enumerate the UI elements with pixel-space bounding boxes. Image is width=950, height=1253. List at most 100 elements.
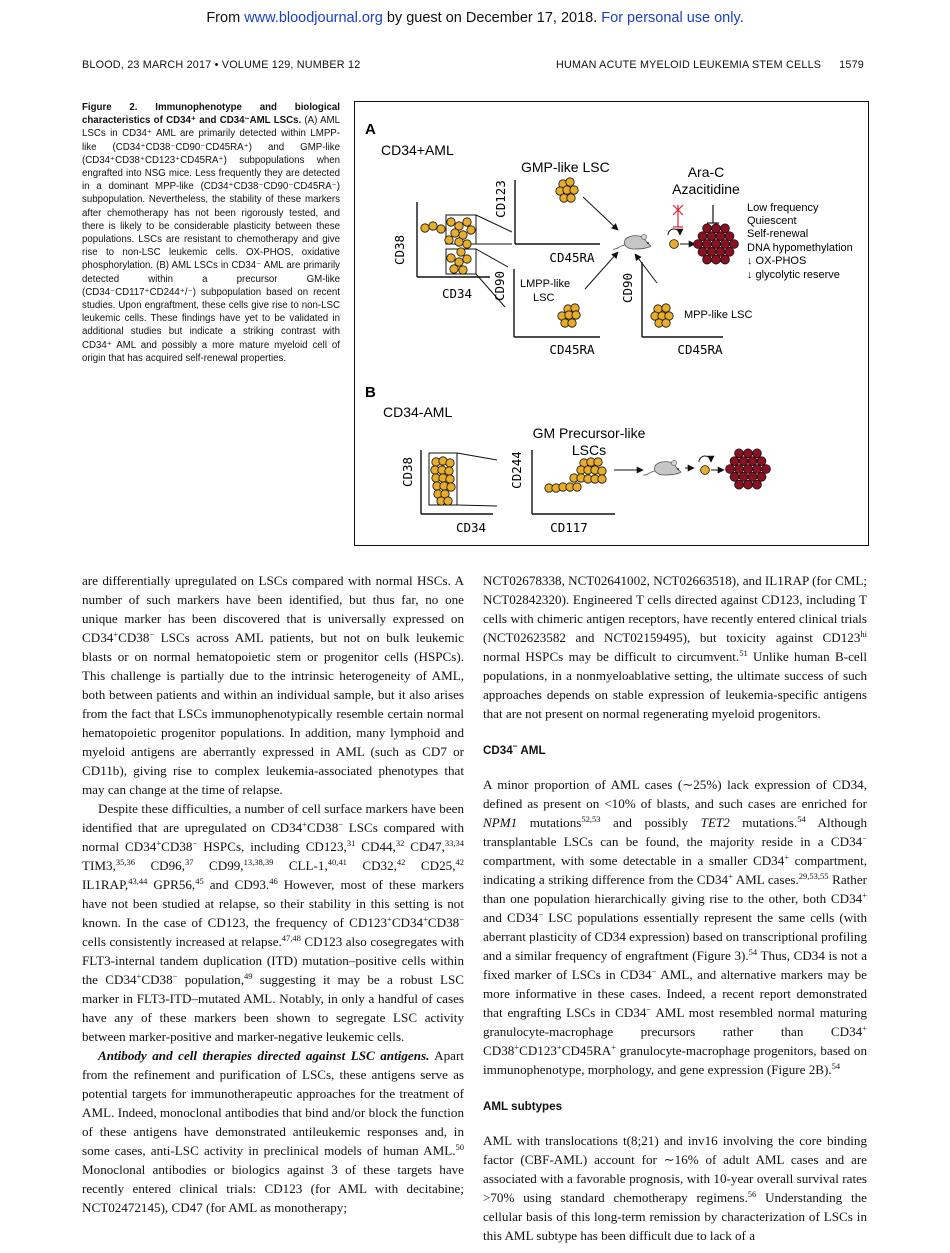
body-paragraph: NCT02678338, NCT02641002, NCT02663518), … bbox=[483, 573, 867, 721]
gate-line-lower-2 bbox=[475, 273, 506, 308]
property-item: DNA hypomethylation bbox=[747, 242, 853, 254]
axis-label-cd45ra-gmp: CD45RA bbox=[549, 250, 595, 265]
axis-label-cd45ra-lmpp: CD45RA bbox=[549, 342, 595, 357]
gate-line-b-1 bbox=[456, 452, 498, 461]
lsc-cell bbox=[661, 303, 671, 313]
access-banner: From www.bloodjournal.org by guest on De… bbox=[0, 10, 950, 26]
lsc-cell bbox=[454, 237, 464, 247]
panel-b-title: CD34-AML bbox=[383, 404, 452, 420]
page-number: 1579 bbox=[839, 59, 864, 71]
panel-b-gm-plot: GM Precursor-like LSCs CD244 CD117 bbox=[509, 425, 646, 535]
lsc-cell bbox=[462, 239, 472, 249]
leukemic-cell bbox=[711, 223, 721, 234]
lsc-cell bbox=[446, 253, 456, 263]
lmpp-like-label-2: LSC bbox=[533, 292, 554, 304]
lsc-cell bbox=[456, 247, 466, 257]
leukemic-cell bbox=[752, 479, 762, 490]
leukemic-cell bbox=[706, 247, 717, 257]
leukemic-cell bbox=[715, 231, 726, 241]
lsc-cell bbox=[444, 235, 454, 245]
personal-use-link[interactable]: For personal use only. bbox=[601, 10, 744, 26]
arrow-mpp-to-mouse bbox=[634, 253, 658, 284]
gate-line-upper-1 bbox=[475, 214, 513, 233]
lsc-cell bbox=[454, 221, 464, 231]
leukemic-cell bbox=[720, 239, 730, 249]
gate-line-lower-1 bbox=[475, 248, 509, 268]
running-head-right: HUMAN ACUTE MYELOID LEUKEMIA STEM CELLS 1… bbox=[556, 59, 864, 71]
lsc-cell bbox=[458, 230, 468, 240]
running-head-title: HUMAN ACUTE MYELOID LEUKEMIA STEM CELLS bbox=[555, 59, 822, 71]
lsc-cell bbox=[450, 228, 460, 238]
panel-a-cd34-cd38-plot: CD38 CD34 bbox=[392, 202, 490, 301]
axis-label-cd45ra-mpp: CD45RA bbox=[677, 342, 723, 357]
gm-precursor-label-1: GM Precursor-like bbox=[533, 425, 646, 441]
figure-caption-label: Figure 2. Immunophenotype and biological… bbox=[82, 102, 340, 127]
leukemic-cell bbox=[720, 254, 730, 265]
gate-line-b-2 bbox=[456, 504, 498, 507]
lsc-cell bbox=[565, 177, 575, 187]
self-renewal-arrow-icon bbox=[698, 455, 715, 463]
leukemic-cell bbox=[743, 464, 753, 474]
bloodjournal-link[interactable]: www.bloodjournal.org bbox=[244, 10, 383, 26]
gm-precursor-label-2: LSCs bbox=[572, 442, 606, 458]
lsc-cell bbox=[445, 474, 455, 484]
leukemic-cells-a bbox=[693, 223, 739, 265]
leukemic-cell bbox=[761, 464, 771, 474]
panel-a-lmpp-plot: LMPP-like LSC CD90 CD45RA bbox=[492, 269, 600, 357]
leukemic-cell bbox=[711, 239, 721, 249]
leukemic-cell bbox=[734, 464, 744, 474]
lsc-cell bbox=[669, 239, 679, 249]
axis-label-cd123: CD123 bbox=[493, 180, 508, 218]
lsc-cell bbox=[420, 223, 430, 233]
axis-label-cd90-lmpp: CD90 bbox=[492, 271, 507, 301]
lsc-cell bbox=[567, 318, 577, 328]
axis-label-cd117: CD117 bbox=[550, 520, 588, 535]
body-column-right: NCT02678338, NCT02641002, NCT02663518), … bbox=[483, 571, 867, 1245]
body-paragraph: AML with translocations t(8;21) and inv1… bbox=[483, 1133, 867, 1243]
leukemic-cell bbox=[734, 479, 744, 490]
mouse-icon bbox=[612, 234, 652, 250]
leukemic-cell bbox=[743, 448, 753, 459]
leukemic-cell bbox=[729, 239, 739, 249]
axis-label-cd34: CD34 bbox=[442, 286, 472, 301]
leukemic-cell bbox=[729, 456, 740, 466]
mpp-like-label: MPP-like LSC bbox=[684, 309, 753, 321]
lsc-cell bbox=[569, 185, 579, 195]
leukemic-cell bbox=[743, 479, 753, 490]
gmp-like-label: GMP-like LSC bbox=[521, 159, 610, 175]
body-paragraph: Despite these difficulties, a number of … bbox=[82, 801, 465, 1044]
leukemic-cell bbox=[724, 247, 735, 257]
leukemic-cell bbox=[747, 472, 758, 482]
leukemic-cell bbox=[756, 472, 767, 482]
leukemic-cell bbox=[697, 231, 708, 241]
drug-azacitidine: Azacitidine bbox=[672, 181, 740, 197]
panel-a-mpp-plot: MPP-like LSC CD90 CD45RA bbox=[620, 262, 753, 357]
gm-lsc-cluster bbox=[544, 457, 607, 493]
lsc-cell bbox=[428, 221, 438, 231]
panel-b-cd34-cd38-plot: CD38 CD34 bbox=[400, 450, 493, 535]
arrow-lmpp-to-mouse bbox=[584, 251, 619, 290]
axis-label-cd90-mpp: CD90 bbox=[620, 273, 635, 303]
lsc-cell bbox=[443, 496, 453, 506]
inhibit-lsc-icon bbox=[672, 204, 684, 228]
property-item: ↓ glycolytic reserve bbox=[747, 269, 840, 281]
axis-label-cd34-b: CD34 bbox=[456, 520, 486, 535]
leukemic-cell bbox=[738, 456, 749, 466]
leukemic-cell bbox=[752, 464, 762, 474]
property-item: Low frequency bbox=[747, 202, 819, 214]
leukemic-cell bbox=[752, 448, 762, 459]
panel-a-gmp-plot: GMP-like LSC CD123 CD45RA bbox=[493, 159, 610, 265]
leukemic-cell bbox=[725, 464, 735, 474]
lsc-cell bbox=[445, 458, 455, 468]
section-heading-cd34neg-aml: CD34− AML bbox=[483, 741, 546, 757]
lmpp-lsc-cluster bbox=[557, 303, 581, 328]
leukemic-cell bbox=[738, 472, 749, 482]
lmpp-like-label-1: LMPP-like bbox=[520, 278, 570, 290]
banner-prefix: From bbox=[206, 10, 245, 26]
lsc-cell bbox=[454, 257, 464, 267]
body-paragraph: A minor proportion of AML cases (∼25%) l… bbox=[483, 777, 868, 1077]
property-item: Self-renewal bbox=[747, 228, 808, 240]
lsc-cell bbox=[593, 457, 603, 467]
figure-caption: Figure 2. Immunophenotype and biological… bbox=[82, 101, 340, 365]
leukemic-cell bbox=[702, 254, 712, 265]
